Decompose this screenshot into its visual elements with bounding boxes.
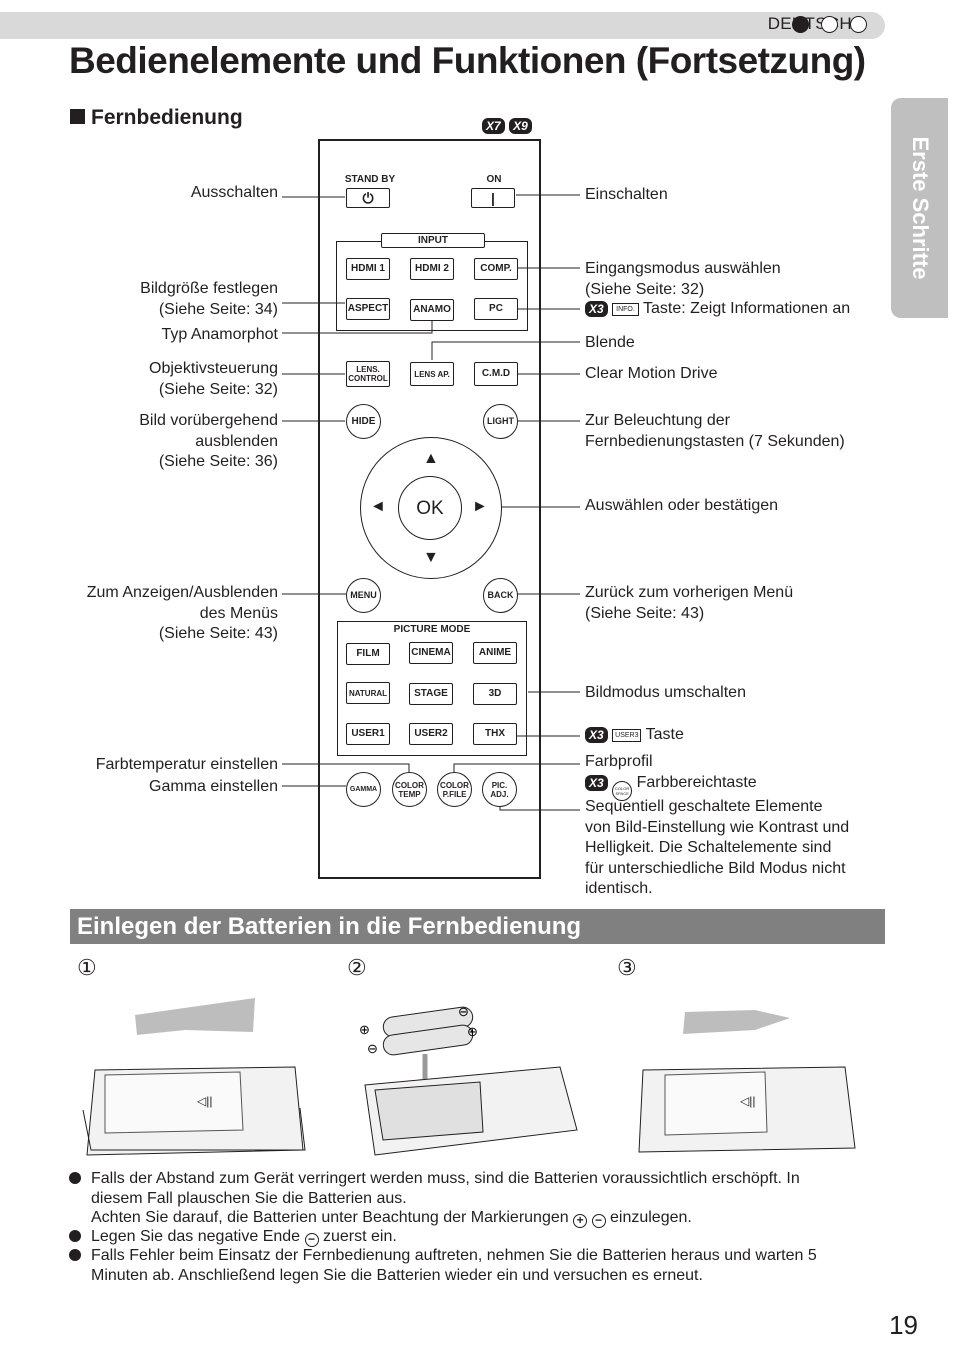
pic-adj-button[interactable]: PIC.ADJ. <box>482 772 517 807</box>
on-label: ON <box>486 174 502 185</box>
menu-button[interactable]: MENU <box>346 578 381 613</box>
progress-dot-filled <box>792 16 809 33</box>
pc-button[interactable]: PC <box>474 298 518 320</box>
bullet-icon <box>69 1230 81 1242</box>
light-button[interactable]: LIGHT <box>483 404 518 439</box>
step-number: ① <box>77 955 97 980</box>
step-number: ② <box>347 955 367 980</box>
input-group-label: INPUT <box>381 233 485 248</box>
label-bildmodus: Bildmodus umschalten <box>585 684 746 701</box>
arrow-right-icon[interactable]: ► <box>472 498 488 515</box>
anamo-button[interactable]: ANAMO <box>410 299 454 321</box>
battery-step1-illustration: ◁|| <box>82 998 306 1156</box>
progress-dot-empty <box>850 16 867 33</box>
power-icon: ⏻ <box>362 190 374 206</box>
section-heading-remote: Fernbedienung <box>70 106 243 130</box>
label-user3-key: X3 USER3 Taste <box>585 725 684 746</box>
minus-icon: − <box>304 1233 319 1247</box>
battery-step3-illustration: ◁|| <box>638 1010 856 1153</box>
ok-button[interactable]: OK <box>398 476 462 540</box>
page-title: Bedienelemente und Funktionen (Fortsetzu… <box>69 40 866 81</box>
bullet-icon <box>69 1172 81 1184</box>
standby-label: STAND BY <box>344 174 396 185</box>
svg-text:◁||: ◁|| <box>197 1094 212 1108</box>
model-badges: X7 X9 <box>482 117 532 135</box>
label-cmd: Clear Motion Drive <box>585 365 718 382</box>
plus-icon: + <box>573 1214 588 1228</box>
progress-dot-empty <box>821 16 838 33</box>
3d-button[interactable]: 3D <box>473 683 517 705</box>
lens-ap-button[interactable]: LENS AP. <box>410 362 454 386</box>
page-number: 19 <box>889 1310 918 1340</box>
label-zurueck: Zurück zum vorherigen Menü(Siehe Seite: … <box>585 584 794 622</box>
user1-button[interactable]: USER1 <box>346 723 390 745</box>
picture-mode-label: PICTURE MODE <box>393 624 471 635</box>
stage-button[interactable]: STAGE <box>409 683 453 705</box>
label-objektiv: Objektivsteuerung(Siehe Seite: 32) <box>149 360 278 398</box>
user2-button[interactable]: USER2 <box>409 723 453 745</box>
svg-text:⊕: ⊕ <box>467 1024 478 1039</box>
aspect-button[interactable]: ASPECT <box>346 298 390 320</box>
svg-text:⊕: ⊕ <box>359 1022 370 1037</box>
gamma-button[interactable]: GAMMA <box>346 772 381 807</box>
label-farbprofil: Farbprofil <box>585 753 653 770</box>
standby-button[interactable]: ⏻ <box>346 188 390 208</box>
minus-icon: − <box>591 1214 606 1228</box>
label-eingangsmodus: Eingangsmodus auswählen(Siehe Seite: 32) <box>585 260 781 298</box>
picture-mode-group <box>337 621 527 756</box>
label-info-key: X3 INFO. Taste: Zeigt Informationen an <box>585 299 850 320</box>
section-heading-batteries: Einlegen der Batterien in die Fernbedien… <box>70 909 885 944</box>
cmd-button[interactable]: C.M.D <box>474 362 518 386</box>
remote-control-illustration <box>318 139 541 879</box>
model-badge: X7 <box>482 118 505 134</box>
note-remote-errors: Falls Fehler beim Einsatz der Fernbedien… <box>69 1246 889 1285</box>
battery-step2-illustration: ⊕ ⊖ ⊖ ⊕ <box>359 1004 578 1156</box>
on-icon: | <box>491 190 495 206</box>
label-farbtemperatur: Farbtemperatur einstellen <box>95 756 278 773</box>
header-bar <box>0 12 885 39</box>
square-bullet-icon <box>70 109 85 124</box>
note-negative-end: Legen Sie das negative Ende − zuerst ein… <box>69 1227 889 1247</box>
step-number: ③ <box>617 955 637 980</box>
comp-button[interactable]: COMP. <box>474 258 518 280</box>
svg-text:⊖: ⊖ <box>367 1041 378 1056</box>
arrow-left-icon[interactable]: ◄ <box>370 498 386 515</box>
arrow-up-icon[interactable]: ▲ <box>423 450 439 467</box>
lens-control-button[interactable]: LENS.CONTROL <box>346 361 390 387</box>
label-ausschalten: Ausschalten <box>190 184 278 201</box>
label-blende: Blende <box>585 334 635 351</box>
back-button[interactable]: BACK <box>483 578 518 613</box>
hdmi2-button[interactable]: HDMI 2 <box>410 258 454 280</box>
anime-button[interactable]: ANIME <box>473 642 517 664</box>
label-typ-anamorphot: Typ Anamorphot <box>161 326 278 343</box>
model-badge: X9 <box>509 118 532 134</box>
arrow-down-icon[interactable]: ▼ <box>423 549 439 566</box>
cinema-button[interactable]: CINEMA <box>409 642 453 664</box>
side-tab: Erste Schritte <box>891 98 948 318</box>
film-button[interactable]: FILM <box>346 643 390 665</box>
thx-button[interactable]: THX <box>473 723 517 745</box>
on-button[interactable]: | <box>471 188 515 208</box>
label-gamma: Gamma einstellen <box>149 778 278 795</box>
label-bildgroesse: Bildgröße festlegen(Siehe Seite: 34) <box>140 280 278 318</box>
natural-button[interactable]: NATURAL <box>346 682 390 704</box>
note-batteries-exhausted: Falls der Abstand zum Gerät verringert w… <box>69 1169 889 1228</box>
svg-text:⊖: ⊖ <box>458 1004 469 1019</box>
hide-button[interactable]: HIDE <box>346 404 381 439</box>
label-einschalten: Einschalten <box>585 186 668 203</box>
hdmi1-button[interactable]: HDMI 1 <box>346 258 390 280</box>
label-auswaehlen: Auswählen oder bestätigen <box>585 497 779 514</box>
svg-text:◁||: ◁|| <box>740 1094 755 1108</box>
bullet-icon <box>69 1249 81 1261</box>
